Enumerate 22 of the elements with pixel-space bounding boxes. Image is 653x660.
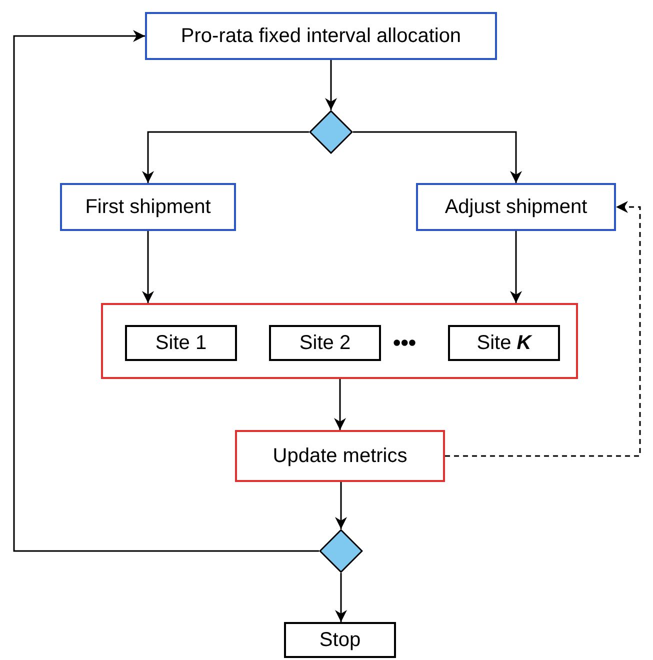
arrow bbox=[335, 482, 347, 529]
process-box: Pro-rata fixed interval allocation bbox=[145, 12, 497, 60]
arrow bbox=[335, 573, 347, 622]
arrow bbox=[510, 231, 522, 303]
process-box: Update metrics bbox=[235, 430, 445, 482]
decision-diamond bbox=[319, 529, 363, 573]
process-box: Adjust shipment bbox=[416, 183, 616, 231]
dashed-arrow bbox=[445, 201, 641, 457]
site-box: Site 1 bbox=[125, 325, 237, 361]
stop-box: Stop bbox=[284, 622, 396, 658]
arrow bbox=[142, 231, 154, 303]
decision-diamond bbox=[309, 110, 353, 154]
arrow bbox=[353, 131, 522, 183]
arrow bbox=[142, 131, 309, 183]
group-box bbox=[101, 303, 578, 379]
arrow bbox=[325, 60, 337, 110]
ellipsis: ••• bbox=[393, 332, 416, 354]
process-box: First shipment bbox=[60, 183, 236, 231]
arrow bbox=[13, 30, 319, 552]
arrow bbox=[334, 379, 346, 430]
site-box: Site K bbox=[448, 325, 560, 361]
site-box: Site 2 bbox=[269, 325, 381, 361]
